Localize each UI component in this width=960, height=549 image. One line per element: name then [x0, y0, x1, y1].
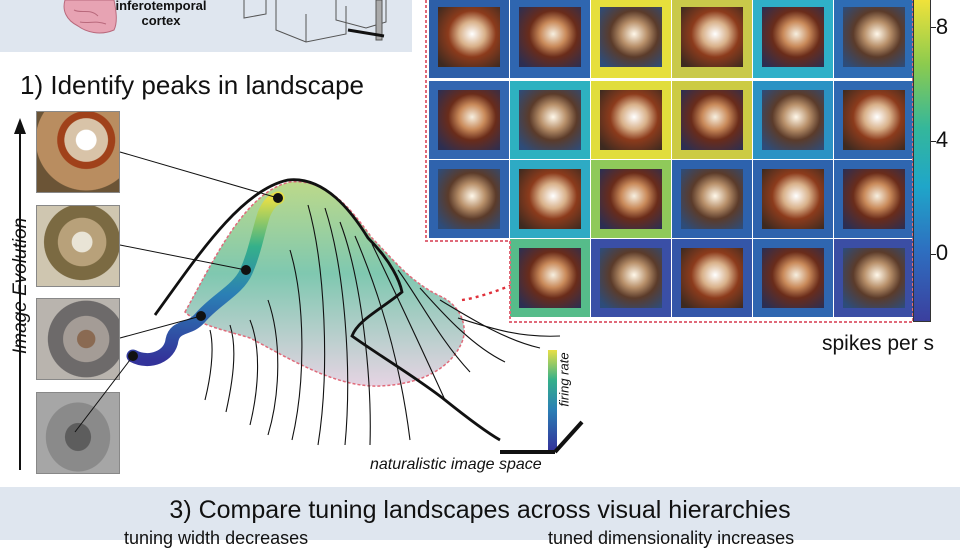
axis-corner — [500, 350, 584, 454]
peak-marker-2 — [196, 311, 206, 321]
evolution-image-1 — [36, 392, 120, 474]
colorbar-ticklabel-0: 0 — [935, 240, 949, 265]
grid-image-1-5 — [843, 90, 905, 150]
bottom-banner — [0, 487, 960, 540]
cortex-label: inferotemporal cortex — [115, 0, 207, 28]
image-space-label: naturalistic image space — [370, 456, 542, 473]
colorbar-ticklabel-4: 4 — [935, 127, 949, 152]
grid-image-2-5 — [843, 169, 905, 229]
grid-image-2-0 — [438, 169, 500, 229]
grid-image-0-2 — [600, 7, 662, 67]
grid-image-3-5 — [843, 248, 905, 308]
colorbar-tick-8 — [931, 27, 936, 28]
landscape-ridge-outline — [153, 178, 501, 442]
peak-marker-3 — [241, 265, 251, 275]
evolution-axis-arrow — [14, 118, 26, 470]
grid-image-3-1 — [519, 248, 581, 308]
colorbar-label: spikes per s — [822, 332, 935, 355]
evolution-image-4 — [36, 111, 120, 193]
grid-image-0-0 — [438, 7, 500, 67]
colorbar — [913, 0, 931, 322]
grid-image-0-3 — [681, 7, 743, 67]
grid-image-2-1 — [519, 169, 581, 229]
colorbar-tick-0 — [931, 254, 936, 255]
evolution-image-3 — [36, 205, 120, 287]
grid-image-1-1 — [519, 90, 581, 150]
grid-image-3-3 — [681, 248, 743, 308]
evolution-image-2 — [36, 298, 120, 380]
grid-image-3-2 — [600, 248, 662, 308]
grid-image-1-0 — [438, 90, 500, 150]
brain-icon — [63, 0, 117, 34]
grid-image-2-3 — [681, 169, 743, 229]
colorbar-tick-4 — [931, 141, 936, 142]
grid-image-3-4 — [762, 248, 824, 308]
grid-image-1-3 — [681, 90, 743, 150]
grid-image-0-4 — [762, 7, 824, 67]
step1-title: 1) Identify peaks in landscape — [20, 70, 364, 100]
response-grid — [425, 0, 914, 323]
firing-rate-label: firing rate — [556, 352, 572, 407]
grid-image-2-2 — [600, 169, 662, 229]
peak-marker-1 — [128, 351, 138, 361]
grid-image-0-5 — [843, 7, 905, 67]
peak-marker-4 — [273, 193, 283, 203]
grid-image-0-1 — [519, 7, 581, 67]
grid-image-2-4 — [762, 169, 824, 229]
left-subtitle: tuning width decreases — [124, 528, 309, 548]
colorbar-ticklabel-8: 8 — [935, 14, 949, 39]
grid-image-1-2 — [600, 90, 662, 150]
right-subtitle: tuned dimensionality increases — [548, 528, 795, 548]
grid-image-1-4 — [762, 90, 824, 150]
step3-title: 3) Compare tuning landscapes across visu… — [169, 496, 791, 524]
evolution-trajectory — [126, 191, 285, 367]
electrode-array-icon — [243, 0, 387, 43]
